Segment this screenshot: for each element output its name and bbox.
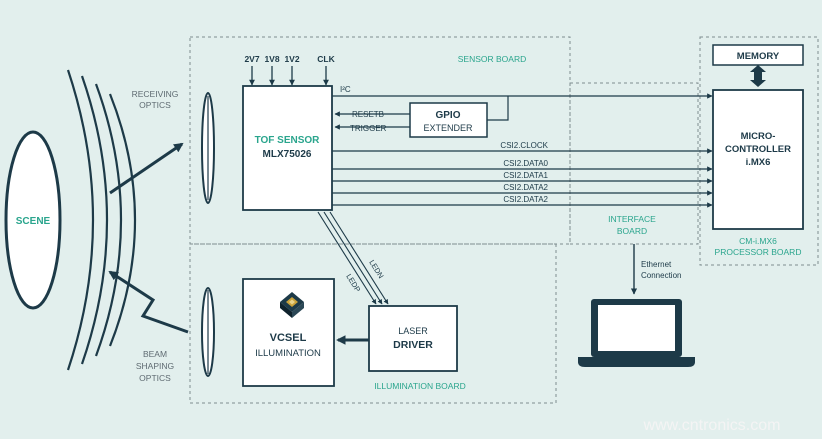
trigger-label: TRIGGER bbox=[350, 124, 387, 133]
processor-board-label: CM-i.MX6 PROCESSOR BOARD bbox=[715, 236, 802, 257]
csi2-lines bbox=[332, 148, 713, 208]
laser-driver-title: LASER bbox=[398, 326, 428, 336]
laser-driver-subtitle: DRIVER bbox=[393, 339, 433, 351]
microcontroller-label: MICRO- CONTROLLER i.MX6 bbox=[725, 131, 791, 168]
csi2-data1-label: CSI2.DATA1 bbox=[503, 171, 548, 180]
svg-text:BOARD: BOARD bbox=[617, 226, 647, 236]
svg-text:INTERFACE: INTERFACE bbox=[608, 214, 656, 224]
laser-driver-block bbox=[368, 305, 458, 372]
watermark: www.cntronics.com bbox=[643, 417, 781, 434]
i2c-bus bbox=[332, 93, 713, 121]
svg-text:BEAM: BEAM bbox=[143, 349, 167, 359]
memory-label: MEMORY bbox=[737, 51, 780, 62]
scene-label: SCENE bbox=[16, 216, 51, 227]
pin-1v8: 1V8 bbox=[264, 54, 279, 64]
interface-board-label: INTERFACE BOARD bbox=[608, 214, 656, 236]
vcsel-title: VCSEL bbox=[270, 332, 307, 344]
sensor-board-outline bbox=[189, 36, 571, 245]
svg-text:OPTICS: OPTICS bbox=[139, 373, 171, 383]
tof-sensor-block bbox=[242, 85, 333, 211]
memory-bus-arrow bbox=[750, 65, 766, 87]
led-lines bbox=[317, 211, 389, 305]
pin-2v7: 2V7 bbox=[244, 54, 259, 64]
svg-text:Connection: Connection bbox=[641, 271, 681, 280]
ledn-label: LEDN bbox=[367, 258, 385, 280]
pin-clk: CLK bbox=[317, 54, 335, 64]
gpio-subtitle: EXTENDER bbox=[423, 123, 473, 133]
wavefront-arcs bbox=[66, 69, 137, 371]
svg-text:CM-i.MX6: CM-i.MX6 bbox=[739, 236, 777, 246]
vcsel-chip-icon bbox=[280, 292, 304, 318]
laptop-icon bbox=[578, 299, 695, 367]
svg-text:CONTROLLER: CONTROLLER bbox=[725, 144, 791, 155]
pin-1v2: 1V2 bbox=[284, 54, 299, 64]
illumination-board-label: ILLUMINATION BOARD bbox=[374, 381, 465, 391]
ledp-label: LEDP bbox=[344, 272, 362, 293]
svg-text:SHAPING: SHAPING bbox=[136, 361, 174, 371]
svg-text:Ethernet: Ethernet bbox=[641, 260, 672, 269]
svg-text:MICRO-: MICRO- bbox=[741, 131, 776, 142]
svg-text:RECEIVING: RECEIVING bbox=[132, 89, 179, 99]
scene-ellipse bbox=[4, 130, 62, 310]
resetb-label: RESETB bbox=[352, 110, 384, 119]
beam-shaping-lens bbox=[201, 287, 215, 377]
gpio-extender-block bbox=[409, 102, 488, 138]
receive-arrow bbox=[109, 142, 184, 195]
csi2-data2b-label: CSI2.DATA2 bbox=[503, 195, 548, 204]
sensor-board-label: SENSOR BOARD bbox=[458, 54, 527, 64]
tof-sensor-title: TOF SENSOR bbox=[255, 135, 321, 146]
gpio-control-lines bbox=[334, 111, 410, 130]
beam-shaping-optics-label: BEAM SHAPING OPTICS bbox=[136, 349, 174, 383]
csi2-labels: CSI2.CLOCK CSI2.DATA0 CSI2.DATA1 CSI2.DA… bbox=[500, 141, 548, 204]
receiving-optics-label: RECEIVING OPTICS bbox=[132, 89, 179, 110]
i2c-label: I²C bbox=[340, 85, 351, 94]
csi2-data2-label: CSI2.DATA2 bbox=[503, 183, 548, 192]
illumination-board-outline bbox=[189, 243, 557, 404]
emission-arrow bbox=[108, 270, 189, 334]
svg-text:PROCESSOR BOARD: PROCESSOR BOARD bbox=[715, 247, 802, 257]
supply-pins: 2V7 1V8 1V2 CLK bbox=[244, 54, 335, 64]
vcsel-subtitle: ILLUMINATION bbox=[255, 348, 321, 359]
csi2-data0-label: CSI2.DATA0 bbox=[503, 159, 548, 168]
svg-text:i.MX6: i.MX6 bbox=[746, 157, 771, 168]
gpio-title: GPIO bbox=[435, 110, 460, 121]
receiving-lens bbox=[201, 92, 215, 204]
svg-text:OPTICS: OPTICS bbox=[139, 100, 171, 110]
tof-sensor-part: MLX75026 bbox=[263, 149, 312, 160]
microcontroller-block bbox=[712, 89, 804, 230]
supply-arrows bbox=[249, 66, 329, 86]
ethernet-label: Ethernet Connection bbox=[641, 260, 681, 280]
csi2-clock-label: CSI2.CLOCK bbox=[500, 141, 548, 150]
